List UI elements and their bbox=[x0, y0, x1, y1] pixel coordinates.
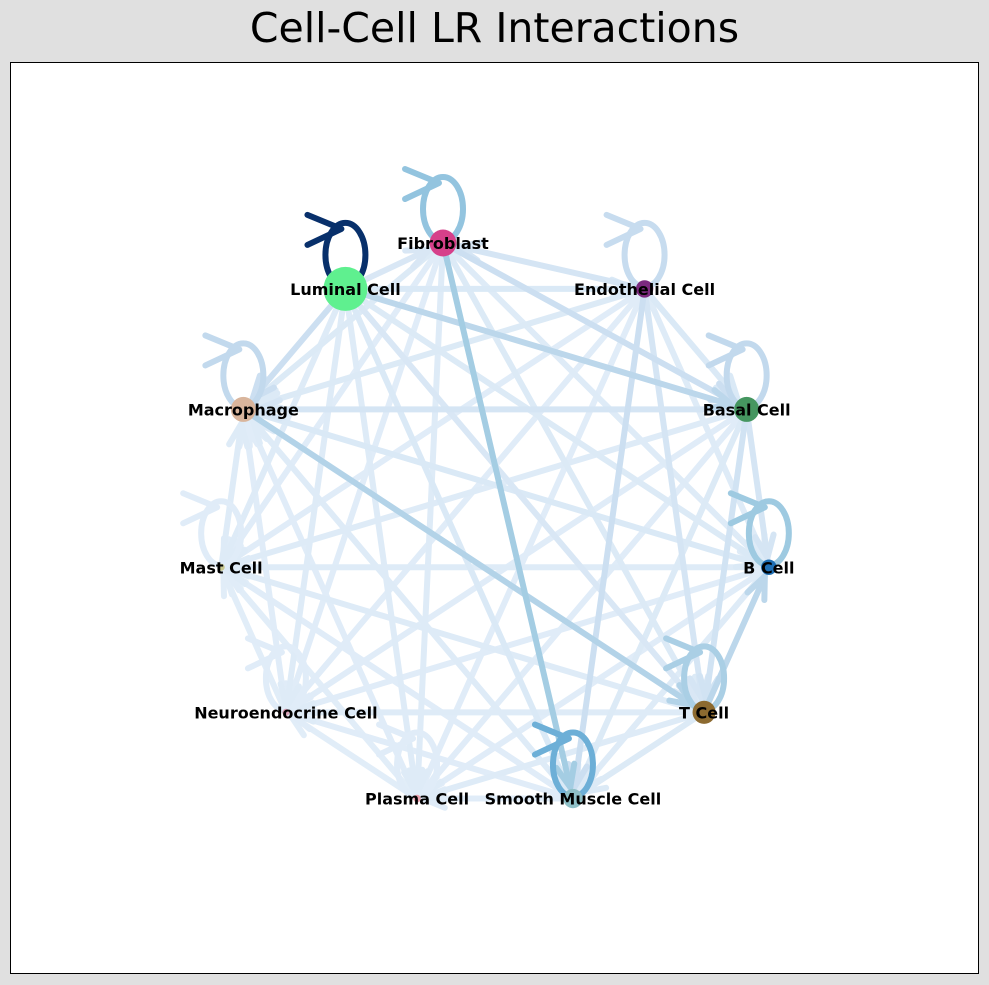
self-loop-arrowhead bbox=[304, 211, 345, 248]
edge-line bbox=[220, 285, 349, 566]
node-macrophage[interactable] bbox=[230, 396, 256, 422]
edge bbox=[440, 240, 578, 791]
edge bbox=[743, 406, 777, 561]
node-label: Macrophage bbox=[188, 400, 299, 419]
edge-line bbox=[440, 240, 765, 564]
edge bbox=[218, 420, 251, 571]
node-label: B Cell bbox=[743, 558, 794, 577]
node-mast-cell[interactable] bbox=[217, 563, 225, 571]
edge-line bbox=[249, 285, 349, 402]
edge bbox=[254, 397, 750, 422]
self-loop-arrowhead bbox=[663, 635, 704, 672]
edge-line bbox=[440, 240, 737, 406]
edge-line bbox=[416, 285, 648, 797]
node-b-cell[interactable] bbox=[761, 559, 777, 576]
edge-line bbox=[342, 285, 764, 565]
self-loop-arrowhead bbox=[727, 490, 768, 527]
self-loop-arrowhead bbox=[244, 635, 285, 672]
node-label: Fibroblast bbox=[397, 234, 489, 253]
edge-line bbox=[342, 285, 572, 791]
edge-line bbox=[574, 406, 750, 791]
edge-line bbox=[440, 240, 574, 791]
chart-title: Cell-Cell LR Interactions bbox=[249, 4, 740, 52]
node-label: Endothelial Cell bbox=[574, 280, 715, 299]
node-t-cell[interactable] bbox=[692, 700, 716, 724]
edge-line bbox=[342, 285, 699, 705]
edge-line bbox=[218, 420, 245, 571]
self-loop-arrowhead bbox=[202, 332, 243, 369]
node-basal-cell[interactable] bbox=[734, 396, 760, 422]
edge-line bbox=[579, 709, 708, 796]
edge-arrowhead bbox=[406, 767, 431, 796]
edge-line bbox=[249, 417, 576, 802]
node-label: Plasma Cell bbox=[365, 790, 469, 809]
edge bbox=[249, 285, 349, 402]
edge-line bbox=[288, 710, 576, 802]
edge-arrowhead bbox=[744, 573, 768, 604]
edges-layer bbox=[218, 239, 777, 811]
node-fibroblast[interactable] bbox=[429, 229, 457, 257]
edge-line bbox=[417, 406, 750, 798]
node-plasma-cell[interactable] bbox=[413, 794, 421, 803]
node-label: Basal Cell bbox=[703, 400, 791, 419]
node-label: Luminal Cell bbox=[290, 280, 401, 299]
edge-line bbox=[246, 419, 421, 802]
self-loop-arrowhead bbox=[531, 721, 572, 758]
self-loop-arrowhead bbox=[180, 490, 221, 527]
edge bbox=[406, 240, 446, 796]
edge bbox=[579, 709, 708, 796]
node-label: Neuroendocrine Cell bbox=[194, 703, 377, 722]
edge bbox=[701, 573, 768, 716]
edge-arrowhead bbox=[254, 397, 283, 422]
node-label: Smooth Muscle Cell bbox=[485, 790, 662, 809]
edge-arrowhead bbox=[249, 372, 277, 402]
node-smooth-muscle-cell[interactable] bbox=[563, 788, 583, 809]
edge-arrowhead bbox=[553, 760, 578, 791]
node-neuroendocrine-cell[interactable] bbox=[282, 708, 290, 716]
edge-arrowhead bbox=[226, 420, 251, 450]
self-loop-arrowhead bbox=[603, 211, 644, 248]
self-loop-arrowhead bbox=[376, 721, 417, 758]
node-luminal-cell[interactable] bbox=[323, 266, 368, 311]
self-loop bbox=[603, 211, 668, 290]
edge bbox=[342, 285, 736, 411]
edge-arrowhead bbox=[706, 387, 736, 411]
edge-arrowhead bbox=[402, 246, 433, 271]
edge-line bbox=[743, 406, 771, 561]
edge-arrowhead bbox=[752, 531, 777, 561]
edge-line bbox=[440, 240, 701, 704]
edge-line bbox=[342, 285, 736, 409]
node-endothelial-cell[interactable] bbox=[635, 280, 654, 298]
nodes-layer bbox=[217, 229, 777, 809]
edge-line bbox=[571, 285, 648, 791]
node-label: T Cell bbox=[679, 703, 729, 722]
edge-line bbox=[455, 243, 648, 292]
self-loop-arrowhead bbox=[402, 166, 442, 202]
self-loop-arrowhead bbox=[705, 332, 746, 369]
edge-line bbox=[701, 573, 768, 716]
edge-arrowhead bbox=[223, 563, 254, 588]
edge-line bbox=[641, 285, 741, 402]
edge-line bbox=[221, 240, 446, 566]
edge-line bbox=[221, 568, 421, 802]
edge-line bbox=[223, 406, 750, 569]
node-label: Mast Cell bbox=[180, 558, 263, 577]
edge-arrowhead bbox=[277, 680, 302, 710]
edge-line bbox=[414, 240, 446, 796]
self-loop bbox=[402, 166, 466, 244]
edge-line bbox=[240, 406, 696, 708]
edge-line bbox=[254, 285, 648, 409]
